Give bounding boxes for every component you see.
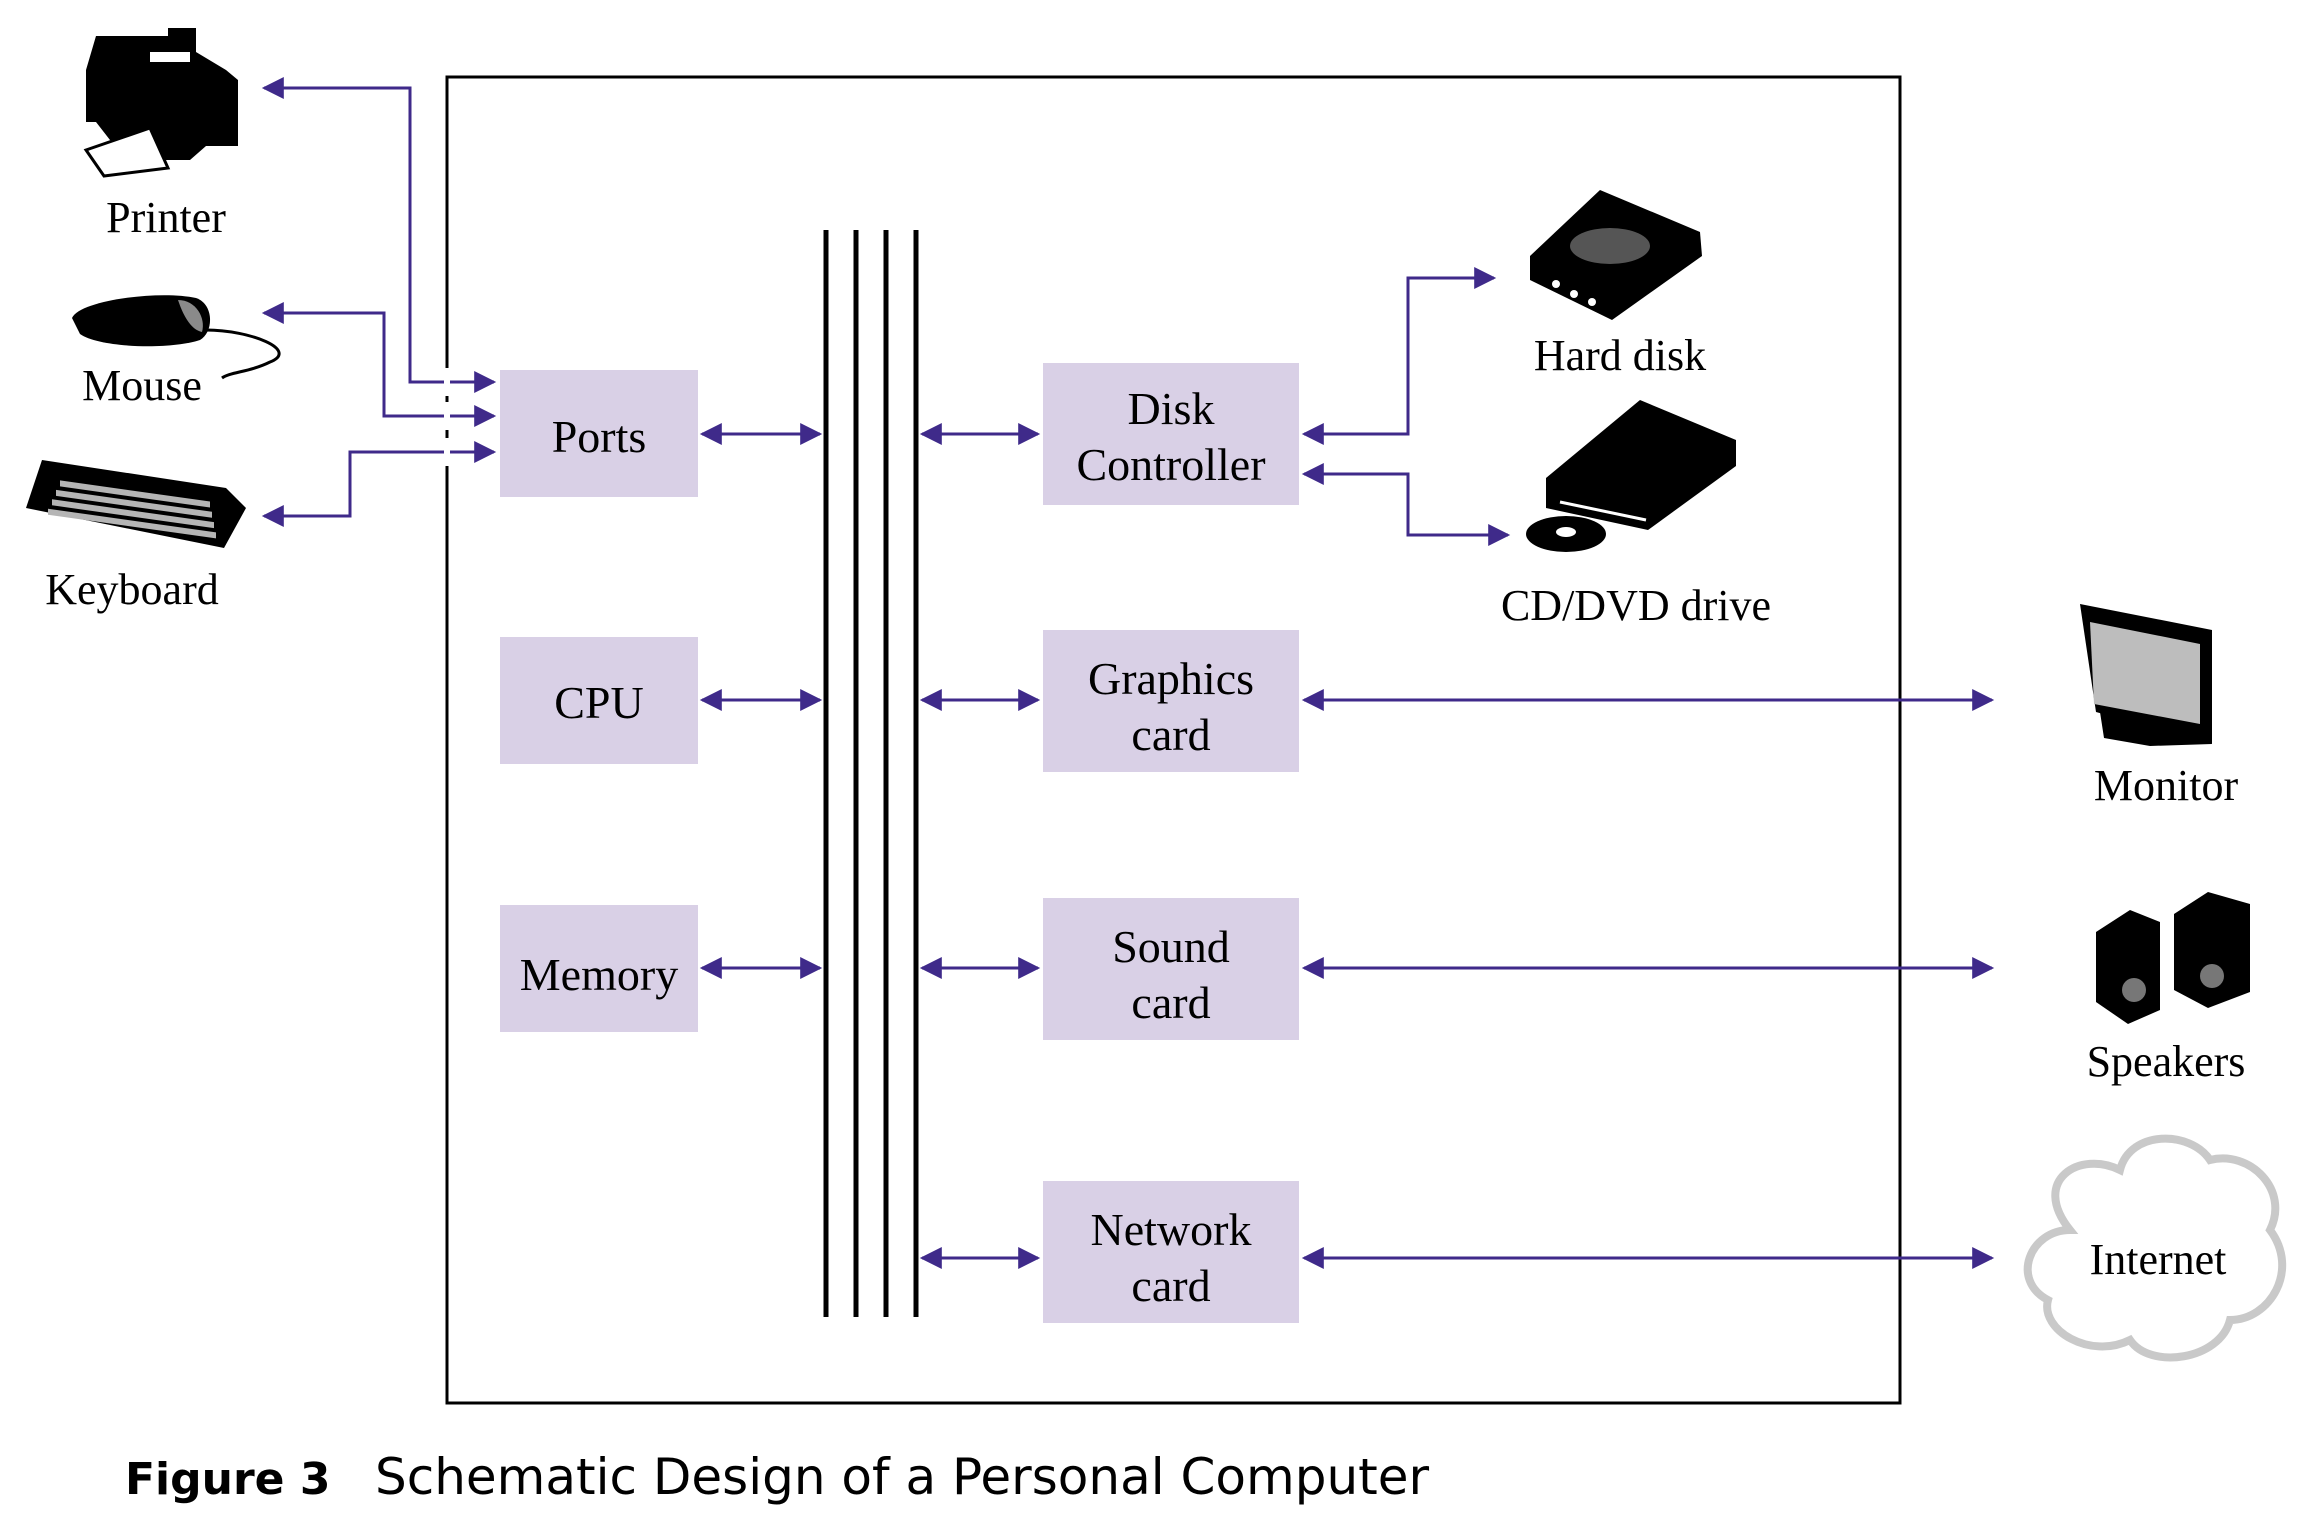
figure-number: Figure 3 bbox=[125, 1454, 330, 1505]
sound-card-box: Sound card bbox=[1043, 898, 1299, 1040]
hard-disk-label: Hard disk bbox=[1534, 331, 1706, 380]
cd-dvd-drive-label: CD/DVD drive bbox=[1501, 581, 1771, 630]
cpu-box: CPU bbox=[500, 637, 698, 764]
keyboard-icon bbox=[26, 460, 246, 548]
keyboard-connector bbox=[261, 441, 497, 527]
graphics-card-label-line1: Graphics bbox=[1088, 653, 1254, 704]
disk-controller-label-line1: Disk bbox=[1128, 383, 1215, 434]
sound-card-label-line1: Sound bbox=[1112, 921, 1230, 972]
network-card-label-line2: card bbox=[1131, 1260, 1210, 1311]
computer-enclosure bbox=[445, 75, 1902, 1405]
hard-disk-icon bbox=[1530, 190, 1702, 320]
printer-label: Printer bbox=[106, 193, 226, 242]
graphics-card-box: Graphics card bbox=[1043, 630, 1299, 772]
printer-connector bbox=[261, 77, 497, 393]
ports-box: Ports bbox=[500, 370, 698, 497]
monitor-label: Monitor bbox=[2094, 761, 2239, 810]
cloud-icon bbox=[2023, 1134, 2287, 1362]
internet-label: Internet bbox=[2090, 1235, 2227, 1284]
network-card-label-line1: Network bbox=[1091, 1204, 1252, 1255]
memory-label: Memory bbox=[520, 949, 678, 1000]
ports-label: Ports bbox=[552, 411, 647, 462]
keyboard-label: Keyboard bbox=[45, 565, 219, 614]
mouse-icon bbox=[72, 295, 281, 380]
graphics-card-label-line2: card bbox=[1131, 709, 1210, 760]
speakers-label: Speakers bbox=[2087, 1037, 2246, 1086]
mouse-connector bbox=[261, 302, 497, 427]
speakers-icon bbox=[2096, 892, 2250, 1024]
figure-title: Schematic Design of a Personal Computer bbox=[375, 1448, 1429, 1506]
printer-icon bbox=[83, 28, 238, 178]
system-bus bbox=[823, 230, 919, 1317]
network-card-box: Network card bbox=[1043, 1181, 1299, 1323]
monitor-icon bbox=[2080, 604, 2212, 746]
sound-card-label-line2: card bbox=[1131, 977, 1210, 1028]
cpu-label: CPU bbox=[554, 677, 643, 728]
memory-box: Memory bbox=[500, 905, 698, 1032]
disk-controller-label-line2: Controller bbox=[1076, 439, 1265, 490]
mouse-label: Mouse bbox=[82, 361, 202, 410]
hard-disk-connector bbox=[1301, 267, 1497, 445]
cd-dvd-drive-icon bbox=[1526, 400, 1736, 552]
cd-dvd-connector bbox=[1301, 463, 1511, 546]
disk-controller-box: Disk Controller bbox=[1043, 363, 1299, 505]
